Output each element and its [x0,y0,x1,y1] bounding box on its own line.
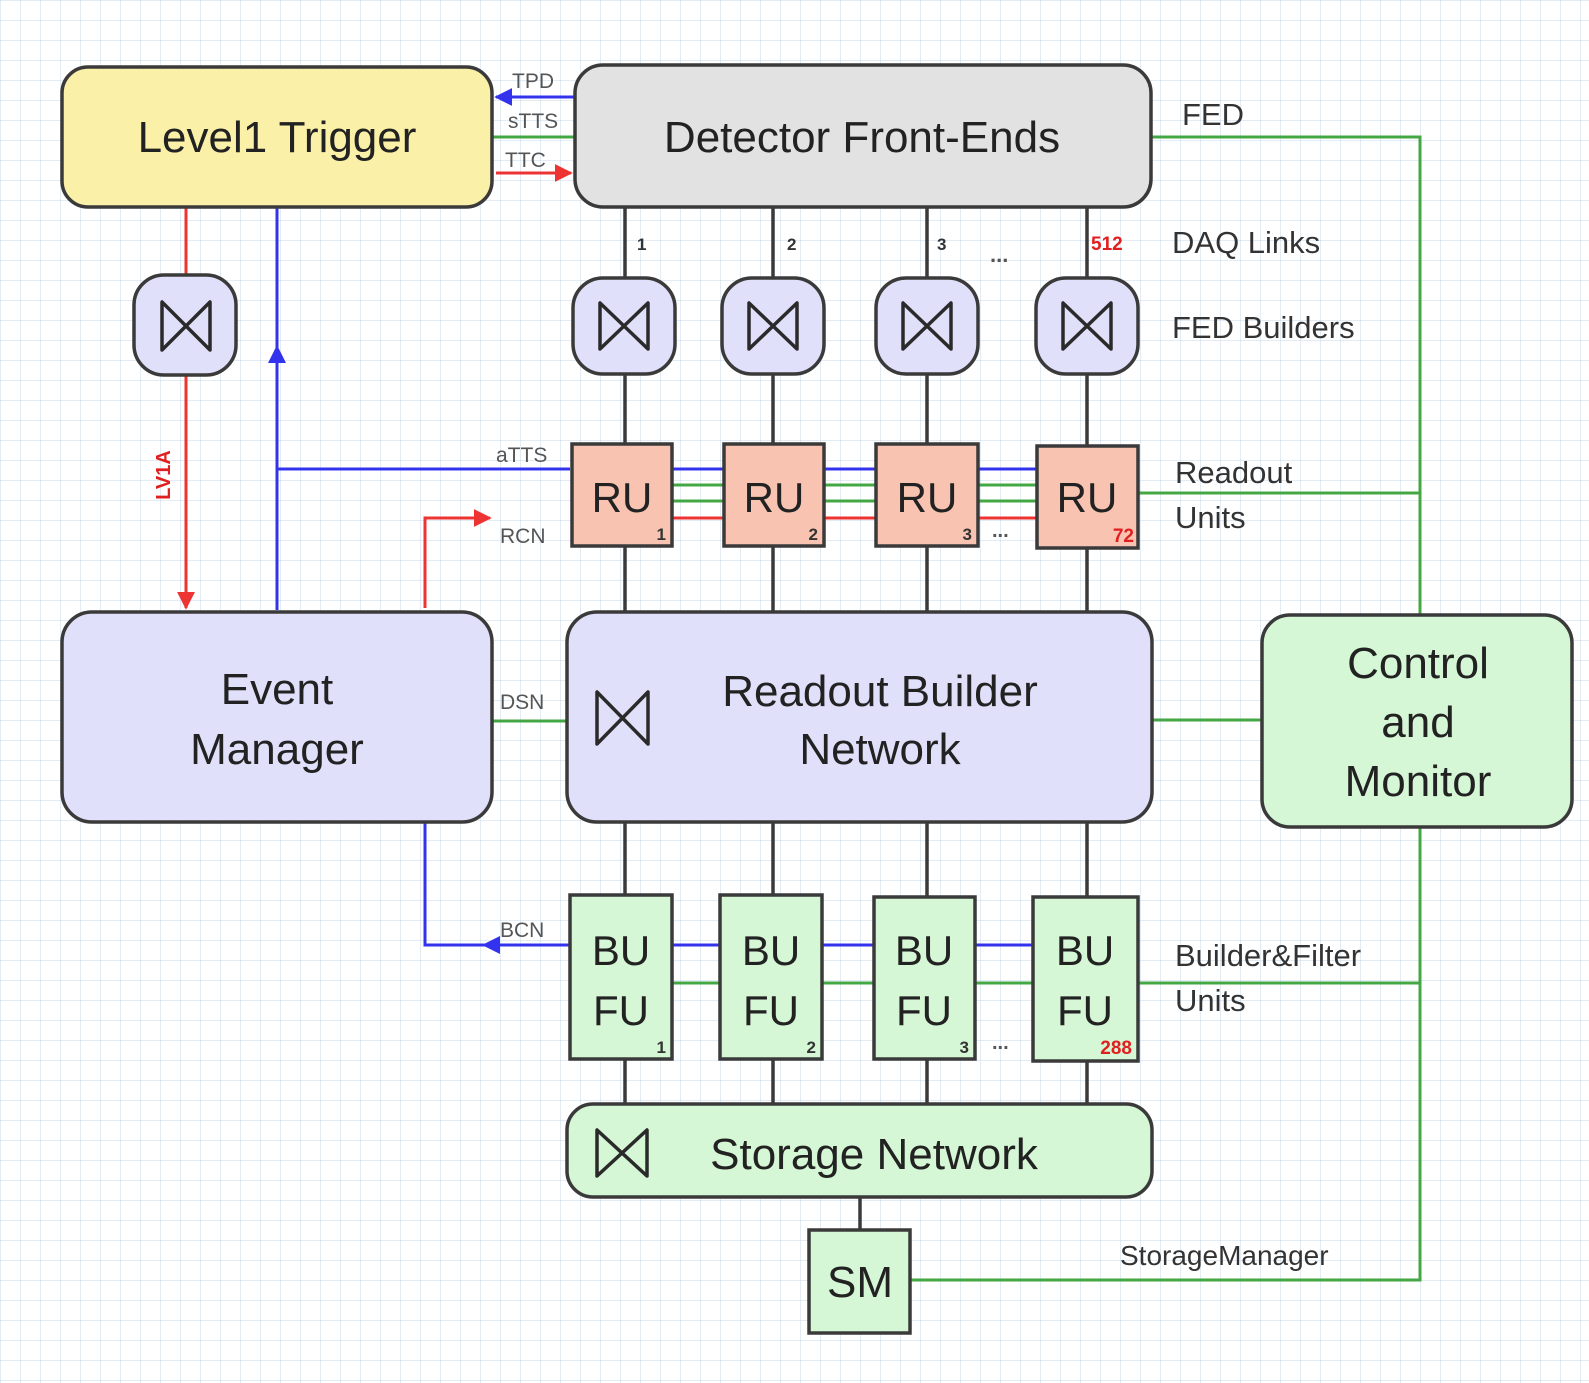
readout-unit-3: RU 3 [874,442,980,548]
bowtie-switch-icon [595,690,650,746]
atts-label: aTTS [496,444,547,467]
bu-label: BU [592,927,650,974]
control-label-2: and [1381,698,1454,747]
daq-link-index: 1 [637,235,646,254]
red-wires [177,164,1037,610]
bufu-index: 3 [960,1038,969,1057]
tpd-label: TPD [512,70,554,93]
control-monitor-box: Control and Monitor [1260,613,1574,829]
storage-network-label: Storage Network [710,1130,1039,1179]
readout-units-label-1: Readout [1175,455,1293,490]
ru-ellipsis: ... [992,520,1009,542]
daq-links-label: DAQ Links [1172,225,1320,260]
detector-front-ends-box: Detector Front-Ends [573,63,1153,209]
storage-manager-box-label: SM [827,1258,893,1307]
readout-builder-label-1: Readout Builder [722,667,1038,716]
daq-link-index: 3 [937,235,946,254]
bufu-index-last: 288 [1100,1038,1132,1059]
ttc-label: TTC [505,149,546,172]
event-manager-box: Event Manager [60,610,494,824]
storage-network-box: Storage Network [565,1102,1154,1199]
bufu-index: 1 [657,1038,666,1057]
readout-unit-1: RU 1 [570,442,674,548]
dark-link-wires [623,208,1089,1230]
fu-label: FU [896,987,952,1034]
bowtie-switch-icon [747,301,799,351]
bowtie-switch-icon [1061,301,1113,351]
level1-trigger-label: Level1 Trigger [138,113,417,162]
ru-index: 2 [809,525,818,544]
ru-label: RU [897,474,958,521]
readout-unit-72: RU 72 [1035,444,1140,550]
stts-label: sTTS [508,110,558,133]
level1-trigger-box: Level1 Trigger [60,65,494,209]
dsn-label: DSN [500,691,544,714]
control-label-3: Monitor [1345,757,1492,806]
event-manager-label-2: Manager [190,725,364,774]
fed-builder-switch-1 [571,276,677,376]
filter-unit-3: BU FU 3 [872,895,977,1061]
bu-label: BU [1056,927,1114,974]
daq-link-index-last: 512 [1091,234,1123,255]
ru-index: 1 [657,525,666,544]
bowtie-switch-icon [598,301,650,351]
fu-label: FU [1057,987,1113,1034]
fed-builder-switch-512 [1034,276,1140,376]
bufu-ellipsis: ... [992,1032,1009,1054]
lv1a-switch-node [132,273,238,377]
ru-index-last: 72 [1113,526,1134,547]
fed-builder-switch-3 [874,276,980,376]
builder-filter-label-2: Units [1175,983,1246,1018]
detector-front-ends-label: Detector Front-Ends [664,113,1060,162]
bu-label: BU [742,927,800,974]
rcn-label: RCN [500,525,546,548]
ru-index: 3 [963,525,972,544]
filter-unit-1: BU FU 1 [568,893,674,1061]
control-label-1: Control [1347,639,1489,688]
green-wires [493,135,1422,1282]
daq-link-ellipsis: ... [990,242,1008,267]
fed-builders-label: FED Builders [1172,310,1355,345]
storage-manager-box: SM [807,1228,912,1335]
fed-builder-switch-2 [720,276,826,376]
bcn-label: BCN [500,919,544,942]
bu-label: BU [895,927,953,974]
lv1a-label: LV1A [153,450,175,500]
filter-unit-2: BU FU 2 [718,893,824,1061]
readout-builder-network-box: Readout Builder Network [565,610,1154,824]
daq-link-index: 2 [787,235,796,254]
builder-filter-label-1: Builder&Filter [1175,938,1361,973]
event-manager-label-1: Event [221,665,334,714]
fu-label: FU [743,987,799,1034]
bowtie-switch-icon [160,300,212,352]
filter-unit-288: BU FU 288 [1031,895,1140,1063]
bufu-index: 2 [807,1038,816,1057]
blue-wires [268,88,1037,954]
readout-units-label-2: Units [1175,500,1246,535]
fu-label: FU [593,987,649,1034]
storage-manager-label: StorageManager [1120,1240,1329,1271]
bowtie-switch-icon [901,301,953,351]
readout-unit-2: RU 2 [722,442,826,548]
fed-label: FED [1182,97,1244,132]
readout-builder-label-2: Network [799,725,961,774]
bowtie-switch-icon [595,1128,649,1178]
ru-label: RU [592,474,653,521]
ru-label: RU [1057,474,1118,521]
ru-label: RU [744,474,805,521]
